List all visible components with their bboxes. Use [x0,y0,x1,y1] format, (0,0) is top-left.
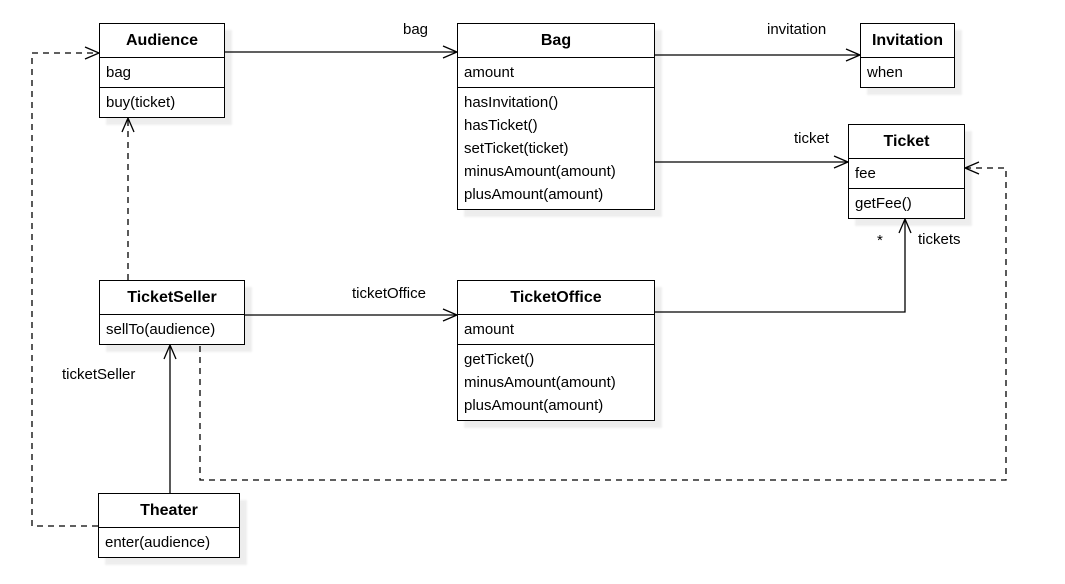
uml-method: enter(audience) [99,527,239,557]
edge-ticketseller-ticketoffice [245,308,459,322]
class-ticket: Ticket fee getFee() [848,124,965,219]
uml-method: plusAmount(amount) [464,397,604,414]
uml-method: setTicket(ticket) [464,140,569,157]
class-ticketoffice: TicketOffice amount getTicket() minusAmo… [457,280,655,421]
uml-method: getTicket() [464,351,535,368]
class-title: Bag [540,31,572,49]
edge-ticketseller-audience [121,116,135,280]
uml-method: hasTicket() [464,117,538,134]
edge-label-ticketoffice: ticketOffice [352,285,426,302]
uml-method-list: getTicket() minusAmount(amount) plusAmou… [458,344,654,420]
uml-method: hasInvitation() [464,94,559,111]
uml-method: minusAmount(amount) [464,163,616,180]
edge-label-invitation: invitation [767,21,827,38]
uml-method: minusAmount(amount) [464,374,616,391]
uml-attribute: amount [458,314,654,344]
class-bag: Bag amount hasInvitation() hasTicket() s… [457,23,655,210]
edge-label-ticket: ticket [794,130,830,147]
class-title: Ticket [883,132,930,150]
edge-ticketseller-ticket [199,161,1007,481]
edge-label-ticketseller: ticketSeller [62,366,136,383]
uml-method: buy(ticket) [100,87,224,117]
class-title: Invitation [871,31,944,49]
uml-attribute: bag [100,57,224,87]
class-title: TicketSeller [127,288,217,306]
edge-theater-audience [31,46,101,527]
edge-theater-ticketseller [163,343,177,493]
uml-attribute: when [861,57,954,87]
edge-label-tickets: tickets [918,231,961,248]
class-title: TicketOffice [510,288,602,306]
class-audience: Audience bag buy(ticket) [99,23,225,118]
edge-audience-bag [225,45,459,59]
edge-bag-invitation [655,48,862,62]
class-invitation: Invitation when [860,23,955,88]
edge-label-bag: bag [403,21,429,38]
class-title: Theater [140,501,198,519]
edge-bag-ticket [655,155,850,169]
class-title: Audience [125,31,198,49]
class-theater: Theater enter(audience) [98,493,240,558]
uml-method-list: hasInvitation() hasTicket() setTicket(ti… [458,87,654,209]
uml-attribute: fee [849,158,964,188]
uml-method: sellTo(audience) [100,314,244,344]
edge-label-multiplicity: * [877,232,883,249]
uml-attribute: amount [458,57,654,87]
edge-ticketoffice-ticket [655,217,912,313]
uml-method: getFee() [849,188,964,218]
uml-method: plusAmount(amount) [464,186,604,203]
class-ticketseller: TicketSeller sellTo(audience) [99,280,245,345]
